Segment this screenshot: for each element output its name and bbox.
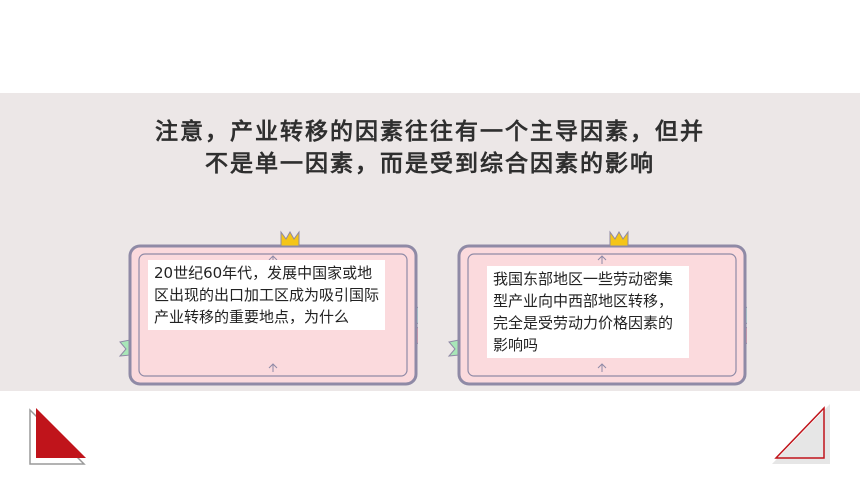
corner-triangle-icon [29, 408, 86, 465]
slide-title: 注意，产业转移的因素往往有一个主导因素，但并 不是单一因素，而是受到综合因素的影… [0, 116, 860, 180]
crown-icon [609, 230, 629, 247]
arrow-marker-icon [597, 363, 607, 372]
arrow-marker-icon [597, 255, 607, 264]
crown-icon [280, 230, 300, 247]
corner-triangle-icon [772, 404, 830, 464]
arrow-marker-icon [268, 363, 278, 372]
question-card-2: 我国东部地区一些劳动密集型产业向中西部地区转移，完全是受劳动力价格因素的影响吗 [447, 230, 747, 390]
title-line-2: 不是单一因素，而是受到综合因素的影响 [205, 151, 655, 177]
title-line-1: 注意，产业转移的因素往往有一个主导因素，但并 [155, 119, 705, 145]
card-2-text: 我国东部地区一些劳动密集型产业向中西部地区转移，完全是受劳动力价格因素的影响吗 [487, 266, 689, 358]
card-1-text: 20世纪60年代，发展中国家或地区出现的出口加工区成为吸引国际产业转移的重要地点… [148, 260, 385, 330]
question-card-1: 20世纪60年代，发展中国家或地区出现的出口加工区成为吸引国际产业转移的重要地点… [118, 230, 418, 390]
